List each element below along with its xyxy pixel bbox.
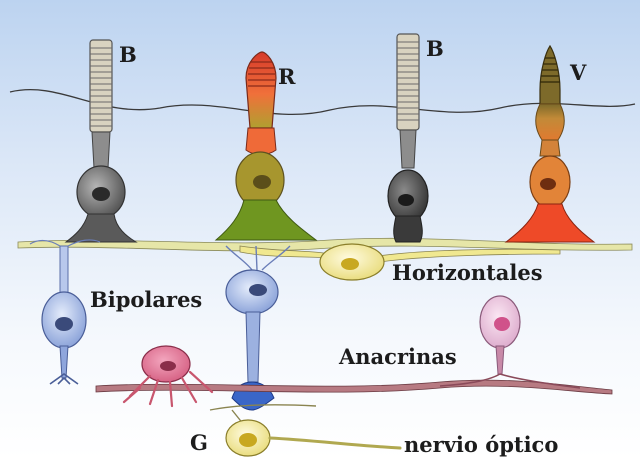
label-v-cone: V — [570, 62, 586, 83]
label-nervio-optico: nervio óptico — [404, 434, 558, 455]
label-b-rod-1: B — [119, 44, 137, 65]
rod-cell-1 — [66, 40, 136, 242]
label-horizontales: Horizontales — [392, 262, 543, 283]
rod-cell-2 — [388, 34, 428, 242]
label-r-cone: R — [278, 66, 295, 87]
amacrine-cell-pink — [124, 346, 212, 406]
ganglion-cell — [210, 405, 400, 456]
label-bipolares: Bipolares — [90, 289, 202, 310]
label-anacrinas: Anacrinas — [339, 346, 457, 367]
amacrine-cell-lilac — [440, 296, 580, 388]
red-cone-cell — [216, 52, 316, 240]
inner-plexiform-fiber — [96, 380, 612, 394]
label-b-rod-2: B — [426, 38, 444, 59]
label-g-ganglion: G — [190, 432, 208, 453]
optic-nerve-fiber — [270, 438, 400, 448]
